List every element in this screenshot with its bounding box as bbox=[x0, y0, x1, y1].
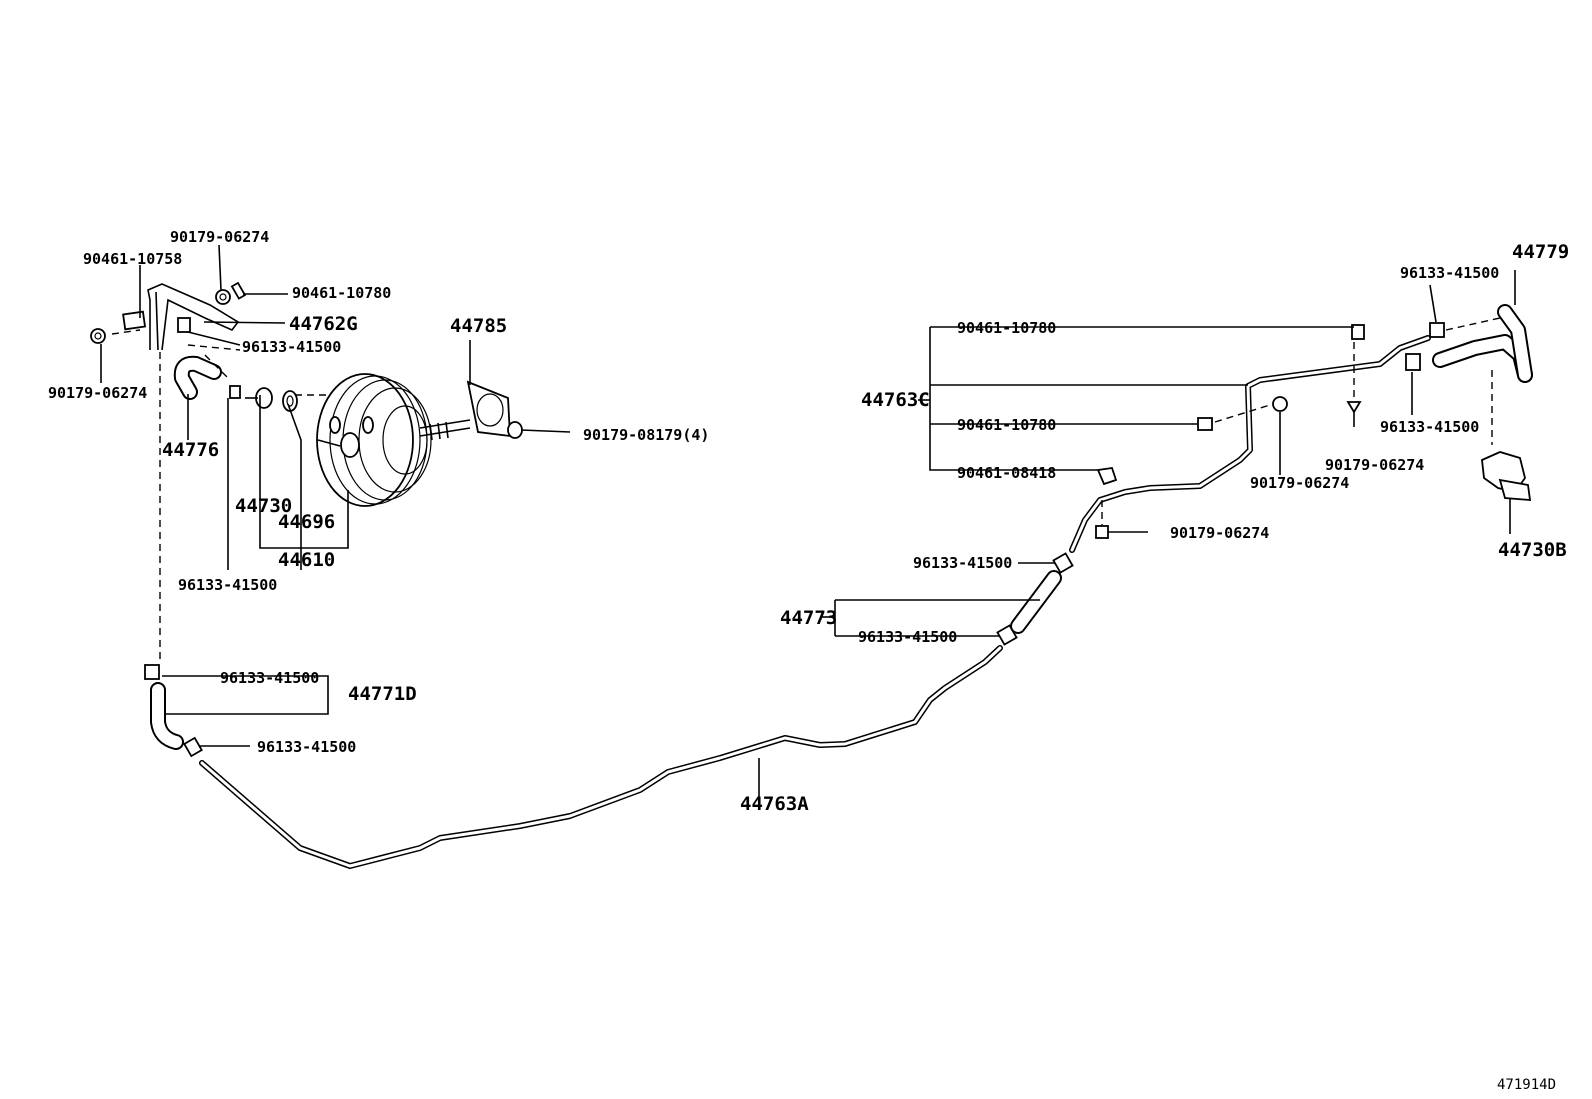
label-44773: 44773 bbox=[780, 607, 837, 629]
label-90461-10780-r2: 90461-10780 bbox=[957, 416, 1056, 434]
hose-44779 bbox=[1405, 270, 1533, 534]
label-44762g: 44762G bbox=[289, 313, 358, 335]
label-44779: 44779 bbox=[1512, 241, 1569, 263]
label-44763c: 44763C bbox=[861, 389, 930, 411]
brake-booster bbox=[227, 340, 571, 570]
label-96133-41500-b: 96133-41500 bbox=[178, 576, 277, 594]
callout-labels: 90179-06274 90461-10758 90461-10780 4476… bbox=[48, 228, 1569, 1093]
left-bracket-assembly bbox=[90, 244, 335, 660]
label-96133-41500-c: 96133-41500 bbox=[220, 669, 319, 687]
label-44785: 44785 bbox=[450, 315, 507, 337]
label-96133-41500-f: 96133-41500 bbox=[913, 554, 1012, 572]
label-90461-10780-left: 90461-10780 bbox=[292, 284, 391, 302]
label-44730: 44730 bbox=[235, 495, 292, 517]
label-44730b: 44730B bbox=[1498, 539, 1567, 561]
label-96133-41500-j: 96133-41500 bbox=[1380, 418, 1479, 436]
label-44771d: 44771D bbox=[348, 683, 417, 705]
label-90179-06274-top: 90179-06274 bbox=[170, 228, 269, 246]
pipe-44763a bbox=[199, 645, 1003, 869]
pipe-44763c bbox=[918, 324, 1431, 553]
label-90461-10780-r1: 90461-10780 bbox=[957, 319, 1056, 337]
label-96133-41500-k: 96133-41500 bbox=[1400, 264, 1499, 282]
label-90461-10758: 90461-10758 bbox=[83, 250, 182, 268]
label-44610: 44610 bbox=[278, 549, 335, 571]
hose-44771d bbox=[144, 664, 329, 758]
label-90179-06274-g: 90179-06274 bbox=[1170, 524, 1269, 542]
label-96133-41500-e: 96133-41500 bbox=[858, 628, 957, 646]
label-96133-41500-d: 96133-41500 bbox=[257, 738, 356, 756]
label-90179-06274-h: 90179-06274 bbox=[1250, 474, 1349, 492]
label-90461-08418: 90461-08418 bbox=[957, 464, 1056, 482]
label-90179-06274-left: 90179-06274 bbox=[48, 384, 147, 402]
hose-44773 bbox=[822, 552, 1074, 646]
label-44763a: 44763A bbox=[740, 793, 809, 815]
label-44696: 44696 bbox=[278, 511, 335, 533]
label-90179-08179: 90179-08179(4) bbox=[583, 426, 709, 444]
label-96133-41500-a: 96133-41500 bbox=[242, 338, 341, 356]
label-44776: 44776 bbox=[162, 439, 219, 461]
label-90179-06274-i: 90179-06274 bbox=[1325, 456, 1424, 474]
diagram-reference-code: 471914D bbox=[1497, 1077, 1556, 1093]
